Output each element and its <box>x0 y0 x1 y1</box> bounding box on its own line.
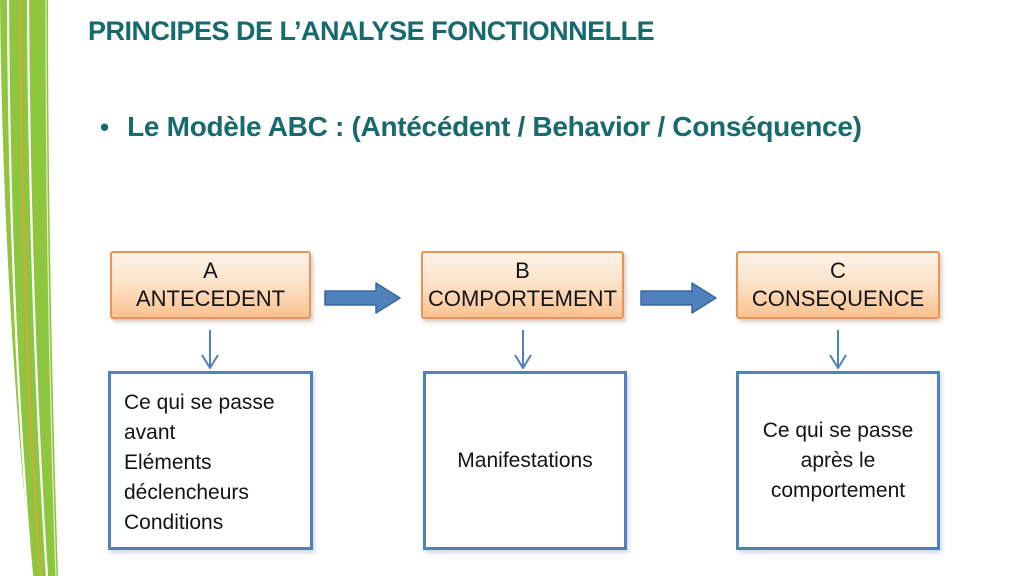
green-stripes-decoration-icon <box>0 0 58 576</box>
right-arrow-icon <box>640 282 717 314</box>
box-consequence-label: CONSEQUENCE <box>751 286 925 311</box>
detail-line: Eléments <box>124 451 212 474</box>
bullet-text: Le Modèle ABC : (Antécédent / Behavior /… <box>127 111 862 142</box>
detail-line: Ce qui se passe <box>124 391 275 414</box>
box-antecedent-letter: A <box>203 258 218 283</box>
detail-line: déclencheurs <box>124 481 249 504</box>
detail-line: Manifestations <box>457 448 593 472</box>
detail-box-comportement: Manifestations <box>423 371 627 550</box>
down-arrow-icon <box>201 330 219 369</box>
box-consequence: C CONSEQUENCE <box>736 251 940 319</box>
down-arrow-icon <box>514 330 532 369</box>
detail-box-consequence: Ce qui se passe après le comportement <box>736 371 940 550</box>
box-comportement-letter: B <box>515 258 530 283</box>
box-comportement: B COMPORTEMENT <box>421 251 624 319</box>
box-consequence-letter: C <box>830 258 846 283</box>
detail-box-antecedent: Ce qui se passe avant Eléments déclenche… <box>108 371 313 550</box>
box-comportement-label: COMPORTEMENT <box>427 286 618 311</box>
page-title: PRINCIPES DE L’ANALYSE FONCTIONNELLE <box>88 16 655 46</box>
right-arrow-icon <box>324 282 401 314</box>
detail-line: comportement <box>770 478 906 502</box>
bullet-line: • Le Modèle ABC : (Antécédent / Behavior… <box>100 110 862 144</box>
detail-line: avant <box>124 421 176 444</box>
box-antecedent: A ANTECEDENT <box>110 251 311 319</box>
detail-line: après le <box>800 448 876 472</box>
box-antecedent-label: ANTECEDENT <box>135 286 286 311</box>
detail-line: Conditions <box>124 511 224 534</box>
bullet-marker: • <box>100 112 110 142</box>
detail-line: Ce qui se passe <box>762 418 914 442</box>
down-arrow-icon <box>829 330 847 369</box>
